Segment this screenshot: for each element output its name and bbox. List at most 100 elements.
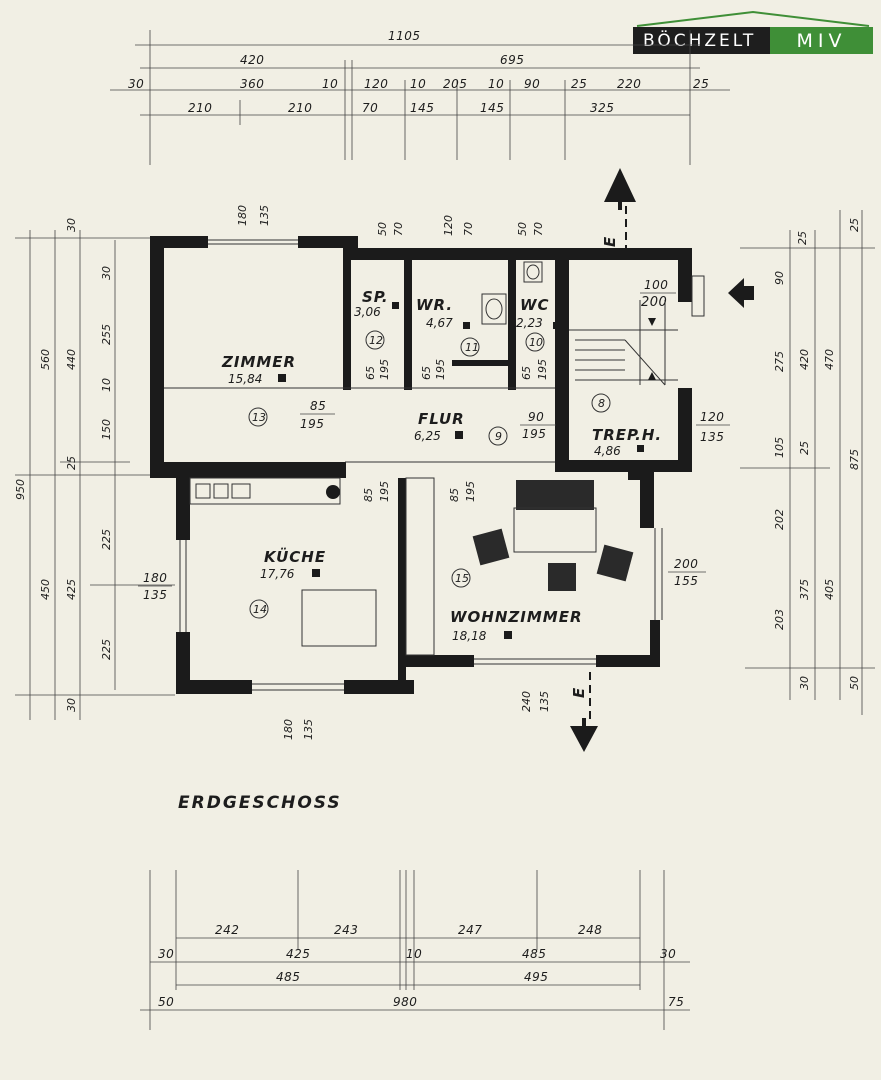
svg-text:135: 135 [700, 430, 724, 444]
svg-text:195: 195 [536, 359, 549, 380]
room-name: TREP.H. [592, 426, 662, 444]
dim-top-r3-2: 10 [322, 77, 338, 91]
dim-left-inner-2: 10 [100, 378, 113, 392]
room-area: 6,25 [414, 429, 441, 443]
dim-bottom-r1-3: 248 [578, 923, 602, 937]
svg-text:65: 65 [520, 366, 533, 380]
svg-text:50: 50 [516, 222, 529, 236]
dim-right-inner-3: 202 [773, 509, 786, 530]
section-arrow-top-icon [604, 168, 636, 210]
dim-right-mid-0: 470 [823, 349, 836, 370]
section-arrow-bottom-icon [570, 718, 598, 752]
dim-top-r3-0: 30 [128, 77, 144, 91]
room-name: FLUR [418, 410, 465, 428]
room-area: 18,18 [452, 629, 487, 643]
dim-top-r3-9: 220 [617, 77, 641, 91]
svg-text:200: 200 [674, 557, 698, 571]
dim-left-detail-0: 30 [100, 266, 113, 280]
dim-bottom-r2-4: 30 [660, 947, 676, 961]
room-treppenhaus: TREP.H. 4,86 8 [591, 393, 662, 458]
room-area: 15,84 [228, 372, 262, 386]
dim-right-inner-5: 30 [798, 676, 811, 690]
dim-bottom-r4-0: 50 [158, 995, 174, 1009]
dim-bottom-r3-1: 495 [524, 970, 548, 984]
room-wr: WR. 4,67 11 [416, 296, 480, 357]
room-number: 12 [369, 334, 383, 347]
dim-right-mid-1: 405 [823, 579, 836, 600]
dim-right-inner2-0: 420 [798, 349, 811, 370]
svg-text:180: 180 [282, 719, 295, 740]
dim-bottom-r2-0: 30 [158, 947, 174, 961]
dim-left-detail-4: 225 [100, 639, 113, 660]
dim-bottom-r4-1: 980 [393, 995, 417, 1009]
section-label-top: E [601, 236, 619, 247]
dim-right-inner-0: 90 [773, 271, 786, 285]
top-dimensions: 1105 420 695 30 360 10 120 10 205 10 90 … [110, 29, 730, 165]
dim-left-inner-4: 425 [65, 579, 78, 600]
dim-left-inner-5: 30 [65, 698, 78, 712]
dim-top-r3-5: 205 [443, 77, 467, 91]
svg-text:195: 195 [378, 359, 391, 380]
dim-left-mid-a: 560 [39, 349, 52, 370]
room-name: SP. [362, 288, 389, 306]
room-number: 9 [495, 430, 502, 443]
svg-text:50: 50 [376, 222, 389, 236]
svg-text:70: 70 [532, 222, 545, 236]
room-area: 3,06 [354, 305, 381, 319]
svg-text:195: 195 [434, 359, 447, 380]
svg-text:90: 90 [528, 410, 544, 424]
dim-left-inner-0: 30 [65, 218, 78, 232]
room-number: 14 [253, 603, 267, 616]
room-name: ZIMMER [221, 353, 296, 371]
dim-top-r4-0: 210 [188, 101, 212, 115]
dim-top-r3-10: 25 [693, 77, 709, 91]
opening-zimmer-h: 135 [258, 205, 271, 226]
dim-top-r3-6: 10 [488, 77, 504, 91]
room-kueche: KÜCHE 17,76 14 [249, 547, 326, 619]
room-area: 4,86 [594, 444, 621, 458]
svg-text:135: 135 [302, 719, 315, 740]
room-area: 2,23 [516, 316, 543, 330]
room-number: 13 [252, 411, 266, 424]
dim-top-r3-7: 90 [524, 77, 540, 91]
openings-and-fixtures [164, 239, 754, 691]
dim-left-detail-1: 255 [100, 324, 113, 345]
svg-text:195: 195 [464, 481, 477, 502]
room-name: WOHNZIMMER [450, 608, 583, 626]
dim-bottom-r2-3: 485 [522, 947, 546, 961]
room-number: 8 [598, 397, 605, 410]
svg-text:135: 135 [143, 588, 167, 602]
dim-right-inner-2: 105 [773, 437, 786, 458]
svg-text:200: 200 [641, 295, 667, 310]
dim-right-outer-1: 875 [848, 449, 861, 470]
svg-text:70: 70 [392, 222, 405, 236]
room-area: 17,76 [260, 567, 295, 581]
svg-text:85: 85 [310, 399, 326, 413]
dim-top-r3-3: 120 [364, 77, 388, 91]
dim-left-detail-2: 150 [100, 419, 113, 440]
dim-top-r4-4: 145 [480, 101, 504, 115]
dim-bottom-r4-2: 75 [668, 995, 684, 1009]
room-area: 4,67 [426, 316, 453, 330]
opening-zimmer-w: 180 [236, 205, 249, 226]
room-name: WC [520, 296, 550, 314]
bottom-dimensions: 242 243 247 248 30 425 10 485 30 485 495… [140, 870, 690, 1030]
dim-top-r4-3: 145 [410, 101, 434, 115]
dim-right-inner-4: 203 [773, 609, 786, 630]
room-zimmer: ZIMMER 15,84 13 [221, 353, 296, 427]
dim-top-r4-2: 70 [362, 101, 378, 115]
dim-bottom-r2-1: 425 [286, 947, 310, 961]
svg-text:120: 120 [700, 410, 724, 424]
opening-dimensions: 180 135 50 70 120 70 50 70 65 195 65 195… [138, 205, 730, 740]
logo-text-miv: MIV [770, 27, 873, 54]
svg-text:85: 85 [448, 488, 461, 502]
dim-left-inner-3: 25 [65, 456, 78, 470]
dim-left-mid-b: 450 [39, 579, 52, 600]
room-name: KÜCHE [264, 547, 326, 566]
dim-top-r4-5: 325 [590, 101, 614, 115]
room-number: 11 [465, 341, 479, 354]
dim-right-outer-0: 25 [796, 231, 809, 245]
room-name: WR. [416, 296, 453, 314]
svg-text:240: 240 [520, 691, 533, 712]
